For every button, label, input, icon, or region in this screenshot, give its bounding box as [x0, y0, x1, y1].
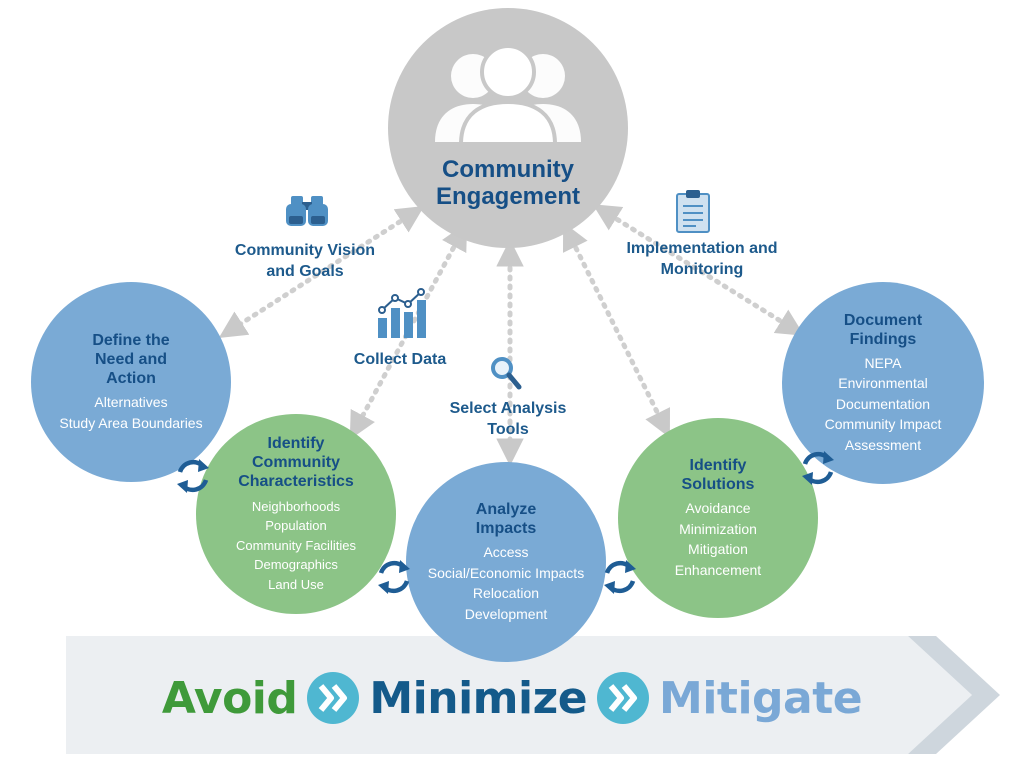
step-community-title-1: Identify: [267, 434, 325, 452]
step-document-title-1: Document: [843, 311, 923, 329]
double-chevron-icon-2: [597, 672, 650, 724]
step-document-item-1: NEPA: [864, 354, 902, 371]
step-document-item-2: Environmental: [838, 375, 928, 392]
step-document-title-2: Findings: [849, 330, 917, 348]
label-collect-data-text: Collect Data: [353, 351, 447, 368]
banner-minimize: Minimize: [369, 672, 588, 724]
step-community-item-4: Demographics: [254, 557, 338, 573]
step-analyze-item-4: Development: [464, 605, 548, 622]
cycle-arrow-icon-2: [378, 560, 410, 594]
step-analyze-item-2: Social/Economic Impacts: [427, 564, 585, 581]
step-define-need: Define the Need and Action Alternatives …: [31, 282, 231, 482]
label-implementation: Implementation and Monitoring: [604, 238, 800, 280]
label-community-vision: Community Vision and Goals: [215, 240, 395, 282]
step-community-item-2: Population: [265, 518, 327, 534]
step-define-item-2: Study Area Boundaries: [59, 414, 203, 431]
people-icon: [435, 46, 581, 142]
step-community-item-3: Community Facilities: [236, 537, 356, 553]
step-analyze-title-2: Impacts: [475, 520, 537, 537]
cycle-arrow-icon-3: [604, 560, 636, 594]
step-define-title-1: Define the: [92, 332, 170, 349]
step-analyze-item-1: Access: [483, 544, 529, 560]
step-community-item-1: Neighborhoods: [251, 498, 341, 514]
step-solutions-item-4: Enhancement: [674, 561, 762, 578]
step-solutions-title-2: Solutions: [681, 476, 755, 493]
step-define-title-3: Action: [106, 370, 156, 387]
label-collect-data: Collect Data: [330, 349, 470, 370]
step-document-item-3: Documentation: [835, 395, 931, 412]
label-select-analysis-line1: Select Analysis: [449, 400, 567, 417]
label-community-vision-line1: Community Vision: [234, 242, 376, 259]
step-analyze-item-3: Relocation: [472, 585, 540, 601]
community-engagement-circle: Community Engagement: [388, 8, 628, 248]
clipboard-icon: [676, 190, 710, 233]
connector-identify-community: [349, 222, 468, 440]
step-analyze-title-1: Analyze: [475, 501, 537, 518]
label-implementation-line2: Monitoring: [660, 261, 744, 278]
step-solutions-item-1: Avoidance: [685, 500, 751, 516]
step-solutions-title-1: Identify: [689, 457, 747, 474]
step-document-item-4: Community Impact: [824, 416, 942, 433]
step-document-item-5: Assessment: [844, 436, 922, 453]
label-select-analysis: Select Analysis Tools: [420, 398, 596, 440]
step-community-title-3: Characteristics: [238, 472, 354, 490]
label-implementation-line1: Implementation and: [626, 240, 778, 257]
center-title-line1: Community: [442, 156, 574, 183]
step-identify-community: Identify Community Characteristics Neigh…: [196, 414, 396, 614]
step-solutions-item-2: Minimization: [679, 520, 757, 537]
step-identify-solutions: Identify Solutions Avoidance Minimizatio…: [618, 418, 818, 618]
connector-document: [592, 204, 805, 336]
magnifier-icon: [491, 357, 522, 390]
double-chevron-icon-1: [307, 672, 360, 724]
banner-text: Avoid Minimize Mitigate: [0, 668, 1024, 728]
step-document-findings: Document Findings NEPA Environmental Doc…: [782, 282, 984, 484]
bar-chart-icon: [378, 288, 426, 338]
step-define-item-1: Alternatives: [94, 394, 168, 410]
step-community-item-5: Land Use: [268, 576, 324, 592]
cycle-arrow-icon-4: [802, 451, 834, 485]
binoculars-icon: [286, 196, 328, 226]
step-analyze-impacts: Analyze Impacts Access Social/Economic I…: [406, 462, 606, 662]
label-community-vision-line2: and Goals: [266, 263, 344, 280]
step-solutions-item-3: Mitigation: [688, 541, 748, 557]
step-define-title-2: Need and: [94, 351, 167, 368]
banner-mitigate: Mitigate: [659, 672, 863, 724]
step-community-title-2: Community: [252, 453, 340, 471]
banner-avoid: Avoid: [161, 672, 298, 724]
cycle-arrow-icon-1: [177, 459, 209, 493]
center-title-line2: Engagement: [435, 183, 581, 210]
label-select-analysis-line2: Tools: [487, 421, 529, 438]
